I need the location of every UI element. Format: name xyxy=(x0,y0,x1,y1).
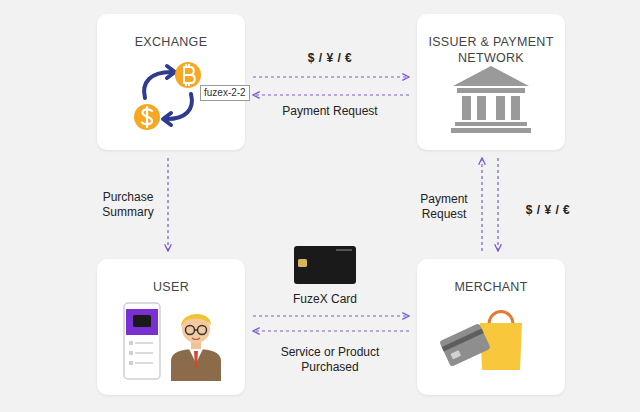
bank-icon xyxy=(417,14,565,150)
edge-label: Payment Request xyxy=(413,192,475,222)
card-chip xyxy=(298,259,307,267)
user-icon xyxy=(97,259,245,395)
dashed-arrow xyxy=(253,330,409,331)
edge-label: FuzeX Card xyxy=(280,292,370,307)
dashed-arrow xyxy=(253,94,409,95)
card-body xyxy=(294,246,356,284)
merchant-box: MERCHANT xyxy=(417,259,565,395)
dashed-arrow xyxy=(253,76,409,77)
exchange-box: EXCHANGE xyxy=(97,14,245,150)
image-tag: fuzex-2-2 xyxy=(200,85,250,101)
edge-label: Payment Request xyxy=(275,104,385,119)
edge-label: $ / ¥ / € xyxy=(516,203,580,218)
merchant-icon xyxy=(417,259,565,395)
node-title: USER xyxy=(106,279,236,295)
dashed-arrow xyxy=(481,158,482,251)
dashed-arrow xyxy=(253,315,409,316)
dashed-arrow xyxy=(497,158,498,251)
edge-label: $ / ¥ / € xyxy=(285,51,375,66)
edge-label: Service or Product Purchased xyxy=(274,345,386,375)
node-title: EXCHANGE xyxy=(106,34,236,50)
dashed-arrow xyxy=(167,158,168,251)
edge-label: Purchase Summary xyxy=(94,190,162,220)
exchange-icon xyxy=(97,14,245,150)
card-logo-mark xyxy=(336,249,352,251)
issuer-box: ISSUER & PAYMENT NETWORK xyxy=(417,14,565,150)
node-title: ISSUER & PAYMENT NETWORK xyxy=(426,34,556,66)
user-box: USER xyxy=(97,259,245,395)
node-title: MERCHANT xyxy=(426,279,556,295)
